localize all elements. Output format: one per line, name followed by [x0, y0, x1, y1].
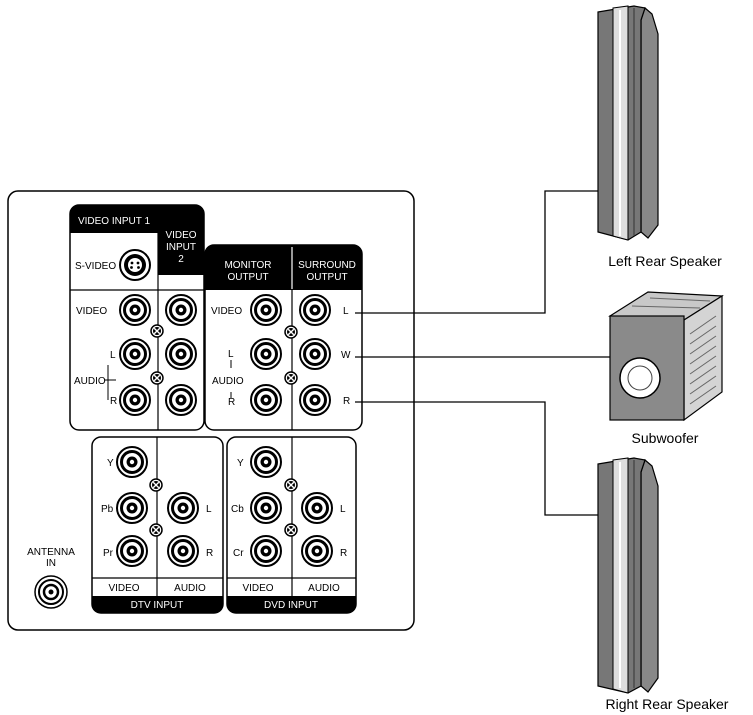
svideo-jack[interactable] [119, 249, 151, 281]
cable-right-rear [355, 401, 600, 516]
dtv-input-title: DTV INPUT [131, 600, 184, 611]
antenna-group: ANTENNA IN [27, 547, 75, 609]
surround-r-jack[interactable] [298, 383, 332, 417]
video-input1-audio-label: AUDIO [74, 376, 106, 387]
video-input2-video-jack[interactable] [164, 293, 198, 327]
dvd-cb-label: Cb [231, 504, 244, 515]
subwoofer-label: Subwoofer [632, 430, 699, 446]
dvd-video-label: VIDEO [242, 583, 273, 594]
video-input1-header: VIDEO INPUT 1 [78, 216, 150, 227]
antenna-label-2: IN [46, 558, 56, 569]
subwoofer-icon [608, 291, 724, 422]
video-input2-header-3: 2 [178, 254, 184, 265]
video-input-group: VIDEO INPUT 1 VIDEO INPUT 2 S-VIDEO VIDE… [69, 204, 205, 431]
right-rear-speaker-label: Right Rear Speaker [606, 696, 729, 712]
video-input1-video-jack[interactable] [118, 293, 152, 327]
monitor-output-header-2: OUTPUT [227, 272, 268, 283]
surround-output-header-2: OUTPUT [306, 272, 347, 283]
antenna-jack[interactable] [34, 575, 68, 609]
dtv-video-label: VIDEO [108, 583, 139, 594]
surround-r-label: R [343, 396, 350, 407]
antenna-label-1: ANTENNA [27, 547, 75, 558]
screw-icon [150, 324, 164, 338]
dtv-l-label: L [206, 504, 212, 515]
svideo-label: S-VIDEO [75, 261, 116, 272]
surround-w-jack[interactable] [298, 337, 332, 371]
video-input2-header-1: VIDEO [165, 230, 196, 241]
right-rear-speaker-icon [597, 457, 659, 694]
dtv-r-label: R [206, 548, 213, 559]
monitor-l-label: L [228, 349, 234, 360]
monitor-audio-l-jack[interactable] [249, 337, 283, 371]
dvd-r-label: R [340, 548, 347, 559]
dvd-l-label: L [340, 504, 346, 515]
dvd-y-label: Y [237, 458, 244, 469]
dtv-y-jack[interactable] [115, 445, 149, 479]
dvd-cb-jack[interactable] [249, 491, 283, 525]
dvd-audio-label: AUDIO [308, 583, 340, 594]
video-input1-l-label: L [110, 350, 116, 361]
dtv-y-label: Y [107, 458, 114, 469]
dtv-pb-label: Pb [101, 504, 114, 515]
video-input1-audio-l-jack[interactable] [118, 337, 152, 371]
dtv-audio-r-jack[interactable] [166, 534, 200, 568]
video-input2-header-2: INPUT [166, 242, 196, 253]
video-input2-audio-l-jack[interactable] [164, 337, 198, 371]
video-input2-audio-r-jack[interactable] [164, 383, 198, 417]
dtv-input-group: Y Pb L Pr R VIDEO AUDIO DTV INPUT [91, 436, 224, 614]
left-rear-speaker-icon [597, 5, 659, 241]
dvd-y-jack[interactable] [249, 445, 283, 479]
video-input1-r-label: R [110, 396, 117, 407]
surround-output-header-1: SURROUND [298, 260, 356, 271]
monitor-audio-r-jack[interactable] [249, 383, 283, 417]
surround-l-jack[interactable] [298, 293, 332, 327]
monitor-r-label: R [228, 397, 235, 408]
cables [355, 190, 610, 516]
dvd-cr-jack[interactable] [249, 534, 283, 568]
screw-icon [284, 371, 298, 385]
monitor-video-label: VIDEO [211, 306, 242, 317]
monitor-video-jack[interactable] [249, 293, 283, 327]
screw-icon [284, 325, 298, 339]
dtv-pb-jack[interactable] [115, 491, 149, 525]
video-input1-audio-r-jack[interactable] [118, 383, 152, 417]
dvd-cr-label: Cr [233, 548, 244, 559]
dvd-input-title: DVD INPUT [264, 600, 318, 611]
left-rear-speaker-label: Left Rear Speaker [608, 253, 722, 269]
screw-icon [284, 523, 298, 537]
dvd-audio-r-jack[interactable] [300, 534, 334, 568]
dtv-audio-label: AUDIO [174, 583, 206, 594]
dvd-audio-l-jack[interactable] [300, 491, 334, 525]
surround-w-label: W [341, 350, 351, 361]
output-group: MONITOR OUTPUT SURROUND OUTPUT VIDEO L L… [204, 244, 363, 431]
video-input1-video-label: VIDEO [76, 306, 107, 317]
cable-left-rear [355, 190, 600, 314]
dvd-input-group: Y Cb L Cr R VIDEO AUDIO DVD INPUT [226, 436, 357, 614]
screw-icon [149, 478, 163, 492]
dtv-pr-jack[interactable] [115, 534, 149, 568]
surround-l-label: L [343, 306, 349, 317]
monitor-output-header-1: MONITOR [224, 260, 271, 271]
monitor-audio-label: AUDIO [212, 376, 244, 387]
screw-icon [284, 478, 298, 492]
dtv-pr-label: Pr [103, 548, 114, 559]
dtv-audio-l-jack[interactable] [166, 491, 200, 525]
screw-icon [149, 523, 163, 537]
screw-icon [150, 371, 164, 385]
